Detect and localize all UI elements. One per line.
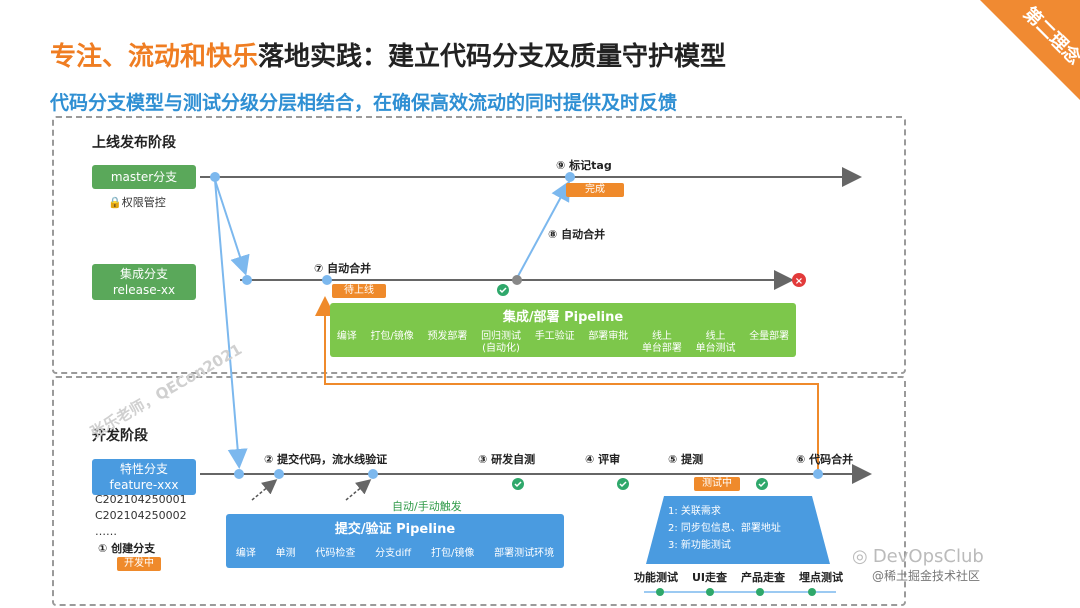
step2-label: ② 提交代码，流水线验证 <box>264 453 388 466</box>
release-section-label: 上线发布阶段 <box>92 135 176 151</box>
feature-node-2 <box>274 469 284 479</box>
end-x-icon <box>792 273 806 287</box>
integration-branch-line2: release-xx <box>112 283 176 297</box>
pipeline-step: 编译 <box>336 331 357 342</box>
pipeline-step: 编译 <box>235 548 256 559</box>
test-item-2: 2: 同步包信息、部署地址 <box>668 523 781 534</box>
integration-node-2 <box>322 275 332 285</box>
test-label-dots <box>644 588 836 596</box>
brand-community: @稀土掘金技术社区 <box>872 569 981 583</box>
feature-branch-line2: feature-xxx <box>109 478 179 492</box>
dev-pipeline-steps: 编译 单测 代码检查 分支diff 打包/镜像 部署测试环境 <box>226 548 564 560</box>
feature-node-4 <box>813 469 823 479</box>
trigger-label: 自动/手动触发 <box>392 500 462 513</box>
testing-tag: 测试中 <box>694 477 740 491</box>
step9-label: ⑨ 标记tag <box>556 159 612 172</box>
commit-1: C202104250001 <box>95 493 187 506</box>
pipeline-step: 分支diff <box>375 548 412 559</box>
master-node-2 <box>565 172 575 182</box>
test-label-1: 功能测试 <box>634 571 678 584</box>
brand-name: DevOpsClub <box>872 546 984 567</box>
master-to-feature <box>214 179 248 469</box>
commit-list: C202104250001 C202104250002 …… <box>95 492 187 540</box>
feature-branch-box: 特性分支 feature-xxx <box>92 459 196 495</box>
dev-section-box <box>52 376 906 606</box>
pipeline-step: 部署审批 <box>588 331 629 342</box>
commit-3: …… <box>95 525 117 538</box>
dev-pipeline-title: 提交/验证 Pipeline <box>334 522 456 537</box>
brand: ◎ DevOpsClub @稀土掘金技术社区 <box>852 546 984 584</box>
feature-branch-line1: 特性分支 <box>119 462 168 476</box>
test-item-3: 3: 新功能测试 <box>668 540 731 551</box>
step5-label: ⑤ 提测 <box>668 453 704 466</box>
release-section-box <box>52 116 906 374</box>
pipeline-step: 预发部署 <box>427 331 468 342</box>
pending-tag: 待上线 <box>332 284 386 298</box>
step4-label: ④ 评审 <box>585 453 621 466</box>
dev-pipeline: 提交/验证 Pipeline 编译 单测 代码检查 分支diff 打包/镜像 部署测试环境 <box>226 514 564 568</box>
test-label-3: 产品走查 <box>741 571 786 584</box>
feature-node-1 <box>234 469 244 479</box>
pipeline-step: 手工验证 <box>534 331 575 342</box>
wechat-icon: ◎ <box>852 546 868 567</box>
step1-label: ① 创建分支 <box>98 542 156 555</box>
pipeline-step: 回归测试 (自动化) <box>481 331 522 354</box>
test-label-4: 埋点测试 <box>799 571 844 584</box>
pipeline-step: 全量部署 <box>749 331 790 342</box>
pipeline-step: 打包/镜像 <box>370 331 414 342</box>
commit-arrow-1 <box>251 479 278 501</box>
step6-label: ⑥ 代码合并 <box>796 453 854 466</box>
corner-ribbon: 第二理念 <box>980 0 1080 100</box>
integration-pipeline-steps: 编译 打包/镜像 预发部署 回归测试 (自动化) 手工验证 部署审批 线上 单台部署线上 单… <box>330 331 796 355</box>
merge-path <box>315 296 819 474</box>
pipeline-step: 打包/镜像 <box>430 548 475 559</box>
integration-branch-line1: 集成分支 <box>119 267 168 281</box>
integration-pipeline-title: 集成/部署 Pipeline <box>502 310 624 325</box>
lock-icon: 🔒 <box>108 196 122 209</box>
title-rest: 落地实践：建立代码分支及质量守护模型 <box>258 42 727 72</box>
master-branch-box: master分支 <box>92 165 196 189</box>
commit-2: C202104250002 <box>95 509 187 522</box>
integration-node-3 <box>512 275 522 285</box>
pipeline-step: 部署测试环境 <box>494 548 555 559</box>
pipeline-step: 线上 单台部署 <box>641 331 682 354</box>
svg-text:×: × <box>795 276 803 287</box>
feature-node-3 <box>368 469 378 479</box>
page-subtitle: 代码分支模型与测试分级分层相结合，在确保高效流动的同时提供及时反馈 <box>50 92 678 114</box>
permission-label: 🔒权限管控 <box>108 194 166 210</box>
dev-section-label: 开发阶段 <box>92 428 148 444</box>
integration-pipeline: 集成/部署 Pipeline 编译 打包/镜像 预发部署 回归测试 (自动化) 手工验证… <box>330 303 796 357</box>
developing-tag: 开发中 <box>117 557 161 571</box>
page-title: 专注、流动和快乐落地实践：建立代码分支及质量守护模型 <box>50 36 726 73</box>
master-node-1 <box>210 172 220 182</box>
integration-branch-box: 集成分支 release-xx <box>92 264 196 300</box>
pipeline-step: 单测 <box>275 548 296 559</box>
master-to-integration <box>214 179 250 276</box>
pipeline-step: 代码检查 <box>315 548 356 559</box>
integration-node-1 <box>242 275 252 285</box>
step3-label: ③ 研发自测 <box>478 453 536 466</box>
test-item-1: 1: 关联需求 <box>668 506 721 517</box>
permission-text: 权限管控 <box>121 196 166 209</box>
done-tag: 完成 <box>566 183 624 197</box>
step7-label: ⑦ 自动合并 <box>314 262 372 275</box>
integration-to-master <box>516 180 570 279</box>
test-items: 1: 关联需求 2: 同步包信息、部署地址 3: 新功能测试 <box>668 503 781 554</box>
pipeline-step: 线上 单台测试 <box>695 331 736 354</box>
test-label-2: UI走查 <box>692 571 728 584</box>
title-accent: 专注、流动和快乐 <box>50 42 259 72</box>
test-labels: 功能测试 UI走查 产品走查 埋点测试 <box>634 569 843 585</box>
commit-arrow-2 <box>345 479 372 501</box>
check-icon <box>497 284 768 490</box>
step8-label: ⑧ 自动合并 <box>548 228 606 241</box>
